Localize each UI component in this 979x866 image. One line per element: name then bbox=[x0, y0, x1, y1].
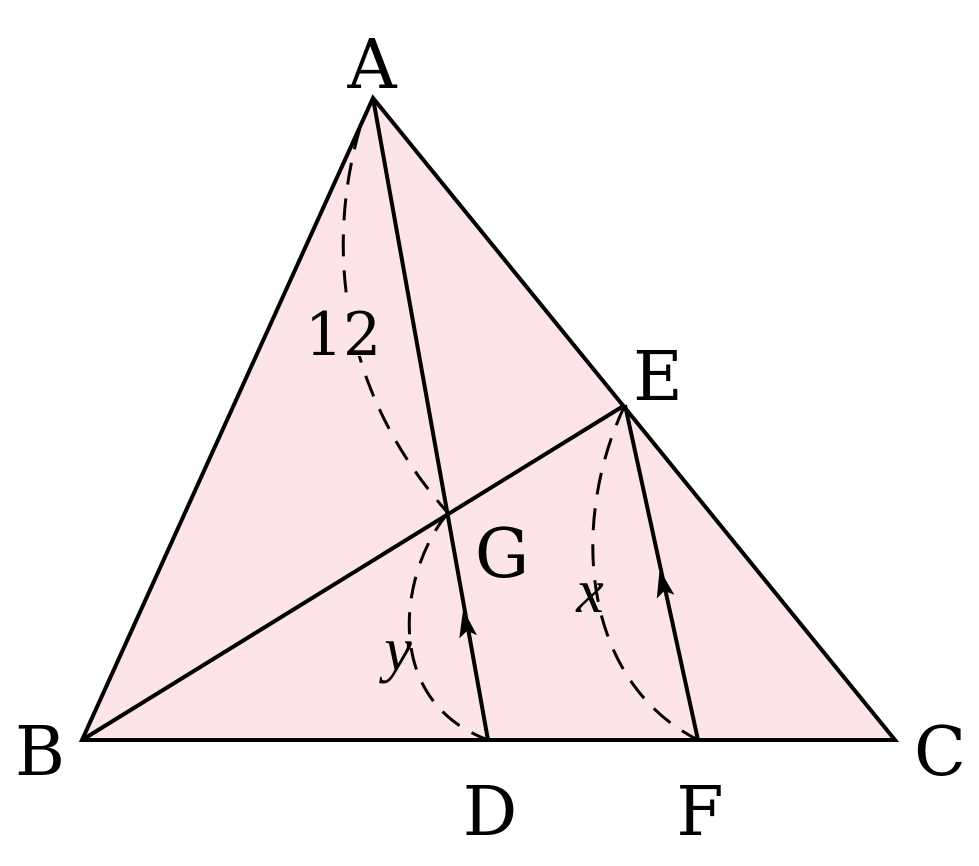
dashed-arc-ef bbox=[591, 404, 699, 742]
point-label-f: F bbox=[676, 773, 723, 852]
measure-label-ag: 12 bbox=[305, 300, 381, 370]
point-label-a: A bbox=[346, 26, 397, 105]
segment-ad bbox=[371, 97, 490, 741]
segment-be bbox=[80, 403, 627, 742]
label-bg-12 bbox=[302, 298, 386, 356]
dashed-arc-gd bbox=[407, 512, 489, 742]
segment-ef bbox=[623, 404, 700, 741]
triangle-abc bbox=[78, 94, 900, 742]
measure-label-gd: y bbox=[378, 616, 412, 684]
point-label-b: B bbox=[15, 713, 65, 792]
point-label-g: G bbox=[475, 515, 529, 594]
measure-label-ef: x bbox=[575, 558, 604, 626]
point-label-c: C bbox=[914, 713, 966, 792]
arrow-on-ad-icon bbox=[459, 609, 477, 639]
point-label-d: D bbox=[463, 773, 518, 852]
point-label-e: E bbox=[633, 338, 683, 417]
arrow-on-ef-icon bbox=[656, 569, 675, 599]
